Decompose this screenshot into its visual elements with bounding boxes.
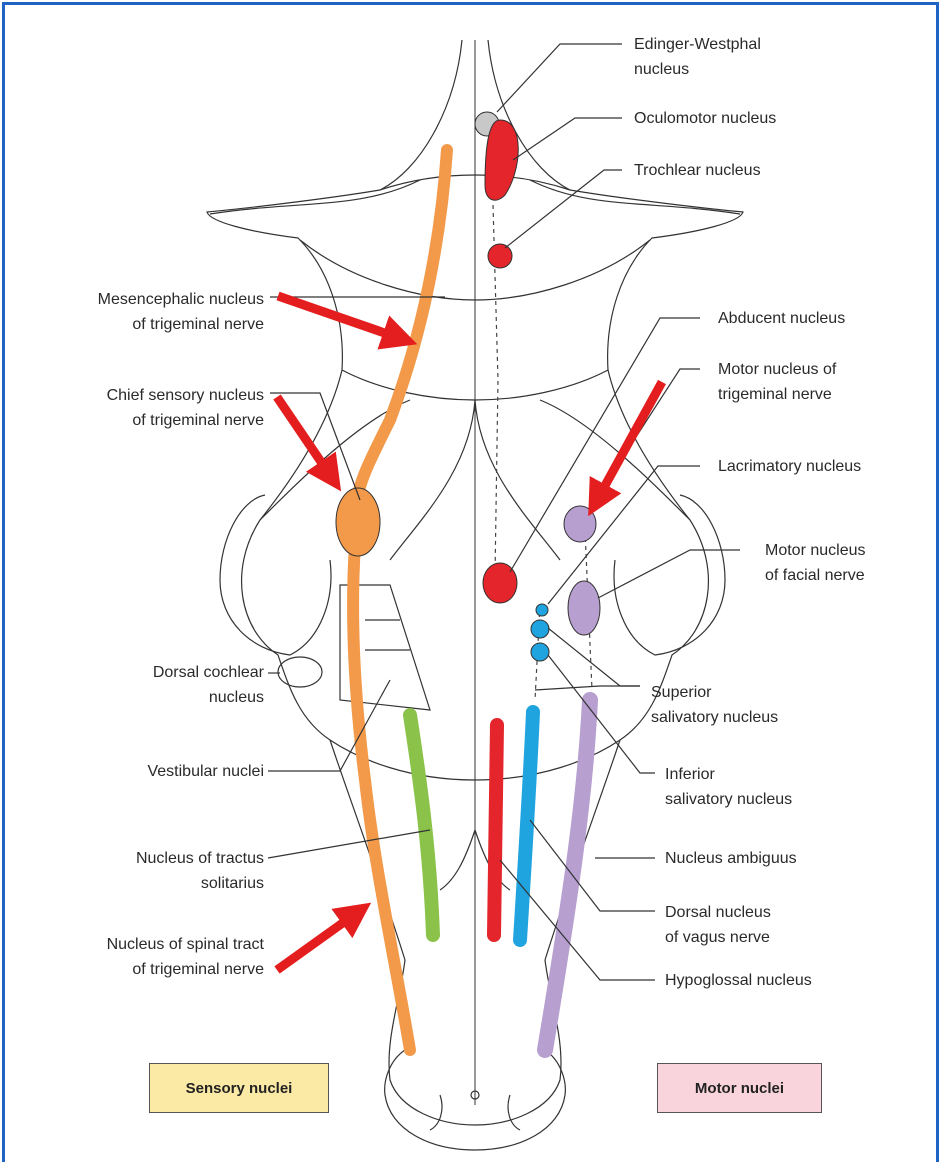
label-chief-sensory-nucleus: Chief sensory nucleus of trigeminal nerv… — [14, 383, 264, 433]
lacrimatory-nucleus-shape — [536, 604, 548, 616]
superior-salivatory-nucleus-shape — [531, 620, 549, 638]
legend-motor-nuclei: Motor nuclei — [657, 1063, 822, 1113]
hypoglossal-nucleus-shape — [494, 725, 497, 935]
trochlear-nucleus-shape — [488, 244, 512, 268]
label-abducent-nucleus: Abducent nucleus — [718, 306, 918, 331]
label-vestibular-nuclei: Vestibular nuclei — [14, 759, 264, 784]
motor-facial-nucleus-shape — [568, 581, 600, 635]
ambiguus-nucleus-shape — [545, 700, 590, 1050]
label-edinger-westphal-nucleus: Edinger-Westphal nucleus — [634, 32, 834, 82]
dorsal-vagus-nucleus-shape — [520, 712, 533, 940]
label-motor-facial-nucleus: Motor nucleus of facial nerve — [765, 538, 925, 588]
label-lacrimatory-nucleus: Lacrimatory nucleus — [718, 454, 928, 479]
label-nucleus-ambiguus: Nucleus ambiguus — [665, 846, 905, 871]
label-dorsal-cochlear-nucleus: Dorsal cochlear nucleus — [14, 660, 264, 710]
label-superior-salivatory-nucleus: Superior salivatory nucleus — [651, 680, 891, 730]
arrow-icon — [277, 397, 332, 478]
tractus-solitarius-shape — [410, 715, 433, 935]
label-tractus-solitarius: Nucleus of tractus solitarius — [14, 846, 264, 896]
legend-sensory-nuclei: Sensory nuclei — [149, 1063, 329, 1113]
arrow-icon — [277, 912, 358, 970]
motor-trigeminal-nucleus-shape — [564, 506, 596, 542]
label-oculomotor-nucleus: Oculomotor nucleus — [634, 106, 874, 131]
label-dorsal-vagus-nucleus: Dorsal nucleus of vagus nerve — [665, 900, 905, 950]
label-hypoglossal-nucleus: Hypoglossal nucleus — [665, 968, 905, 993]
label-inferior-salivatory-nucleus: Inferior salivatory nucleus — [665, 762, 905, 812]
brainstem-outline — [207, 40, 743, 1150]
chief-sensory-nucleus-shape — [336, 488, 380, 556]
label-motor-trigeminal-nucleus: Motor nucleus of trigeminal nerve — [718, 357, 918, 407]
label-trochlear-nucleus: Trochlear nucleus — [634, 158, 874, 183]
inferior-salivatory-nucleus-shape — [531, 643, 549, 661]
highlight-arrows — [277, 296, 662, 970]
label-spinal-tract-nucleus: Nucleus of spinal tract of trigeminal ne… — [14, 932, 264, 982]
label-mesencephalic-nucleus: Mesencephalic nucleus of trigeminal nerv… — [14, 287, 264, 337]
arrow-icon — [278, 296, 402, 339]
